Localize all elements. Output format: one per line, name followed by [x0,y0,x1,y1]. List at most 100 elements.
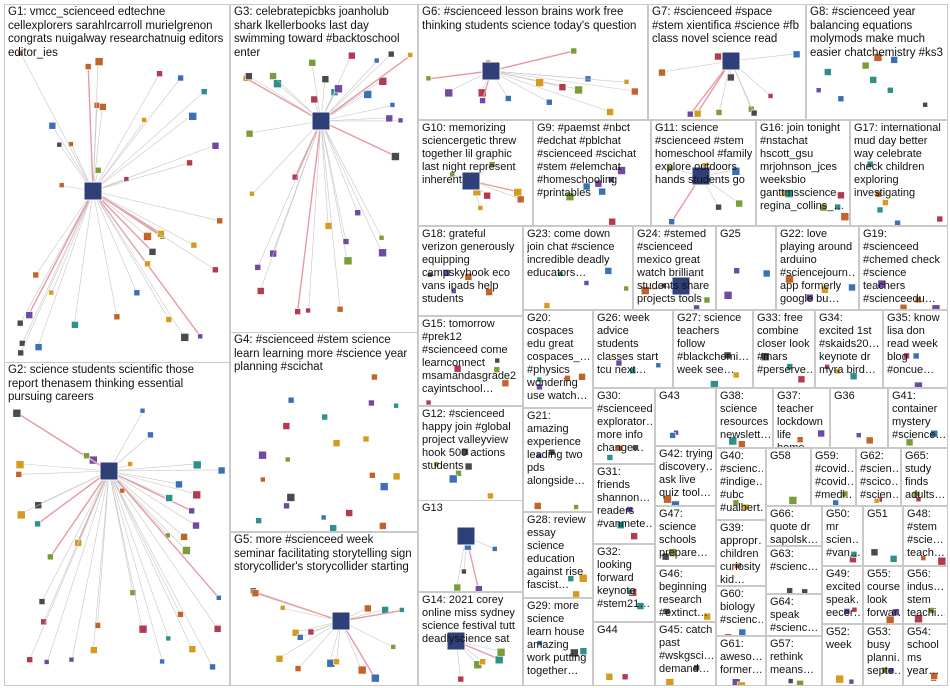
edge [252,120,322,195]
vertex-avatar [392,472,401,481]
vertex-avatar [258,450,267,460]
vertex-avatar [16,510,26,520]
cluster-g51: G51 [863,506,903,566]
vertex-avatar [661,552,670,561]
cluster-label: G8: #scienceed year balancing equations … [810,6,943,59]
cluster-g50: G50: mr scien… #van… [822,506,863,566]
vertex-avatar [876,206,884,214]
edge [311,62,322,122]
vertex-avatar [494,655,504,665]
vertex-avatar [894,219,901,225]
cluster-g20: G20: cospaces edu great cospaces_… #phys… [523,310,593,408]
edge [108,470,220,599]
cluster-g60: G60: biology #scienc… [716,586,766,636]
cluster-g43-graph [669,429,679,439]
edge [51,125,94,192]
vertex-avatar [378,234,385,241]
cluster-g34: G34: excited 1st #skaids20… keynote dr m… [815,310,883,388]
vertex-avatar [342,238,350,245]
vertex-avatar [608,217,616,225]
vertex-avatar [535,78,544,87]
edge [37,470,110,525]
edge [22,190,94,344]
vertex-avatar [379,482,389,491]
vertex-avatar [786,363,794,370]
vertex-avatar [369,472,376,479]
vertex-avatar [275,654,284,663]
vertex-avatar [570,47,578,55]
cluster-label: G41: container mystery #science… [892,390,945,441]
vertex-avatar [837,95,845,103]
cluster-g65-graph [912,490,922,503]
edge [19,463,110,472]
vertex-avatar [930,429,938,438]
cluster-g44: G44 [593,622,655,686]
vertex-avatar [733,267,740,275]
vertex-avatar [636,602,645,610]
cluster-label: G35: know lisa don read week blog #oncue… [887,312,940,376]
cluster-label: G26: week advice students classes start … [597,312,659,376]
cluster-g62-graph [873,496,883,504]
vertex-avatar [572,590,580,597]
edge [245,77,322,122]
edge [340,609,403,622]
edge [490,70,550,103]
vertex-avatar [144,260,151,268]
edge [320,120,348,260]
cluster-g53: G53: busy planni… septe… [863,624,903,686]
vertex-avatar [886,86,894,94]
vertex-avatar [617,166,626,175]
vertex-avatar [815,87,822,94]
cluster-g43: G43 [655,388,716,446]
vertex-avatar [442,269,451,277]
vertex-avatar [598,187,606,196]
vertex-avatar [390,644,397,650]
vertex-avatar [279,605,286,611]
cluster-g2-graph [12,407,226,671]
vertex-avatar [129,589,137,596]
vertex-avatar [750,109,758,117]
vertex-avatar [449,171,456,178]
vertex-avatar [296,634,304,641]
cluster-g35-graph [903,352,923,387]
vertex-avatar [801,588,809,593]
hub-vertex [691,166,711,186]
vertex-avatar [256,287,265,295]
cluster-g61-graph [731,678,746,685]
cluster-label: G61: aweso… former… [720,638,763,676]
vertex-avatar [407,52,414,58]
vertex-avatar [817,429,825,438]
cluster-g45: G45: catch past #wskgsci… demand… [655,622,716,686]
cluster-label: G17: international mud day better way ce… [854,122,941,199]
vertex-avatar [663,608,671,615]
vertex-avatar [260,476,266,483]
cluster-g46: G46: beginning research #extinct… [655,566,716,622]
cluster-label: G25 [720,228,741,240]
cluster-g9-graph [565,166,626,225]
cluster-label: G48: #stem #scie… teach… [907,508,945,559]
vertex-avatar [305,307,311,314]
edge [92,73,160,192]
vertex-avatar [188,507,195,515]
vertex-avatar [915,496,922,503]
vertex-avatar [71,321,79,329]
vertex-avatar [606,454,614,461]
vertex-avatar [47,553,54,561]
vertex-avatar [927,607,935,614]
vertex-avatar [286,493,296,502]
cluster-g36: G36 [830,388,888,448]
vertex-avatar [832,499,839,505]
cluster-g60-graph [724,628,747,635]
cluster-g59-graph [832,490,849,505]
vertex-avatar [703,612,711,621]
cluster-g6: G6: #scienceed lesson brains work free t… [418,4,648,120]
vertex-avatar [875,190,882,198]
vertex-avatar [574,85,583,95]
vertex-avatar [139,407,146,414]
cluster-label: G27: science teachers follow #blackchemi… [677,312,750,376]
vertex-avatar [824,68,832,76]
vertex-avatar [665,678,675,685]
vertex-avatar [34,520,41,528]
vertex-avatar [578,573,588,583]
